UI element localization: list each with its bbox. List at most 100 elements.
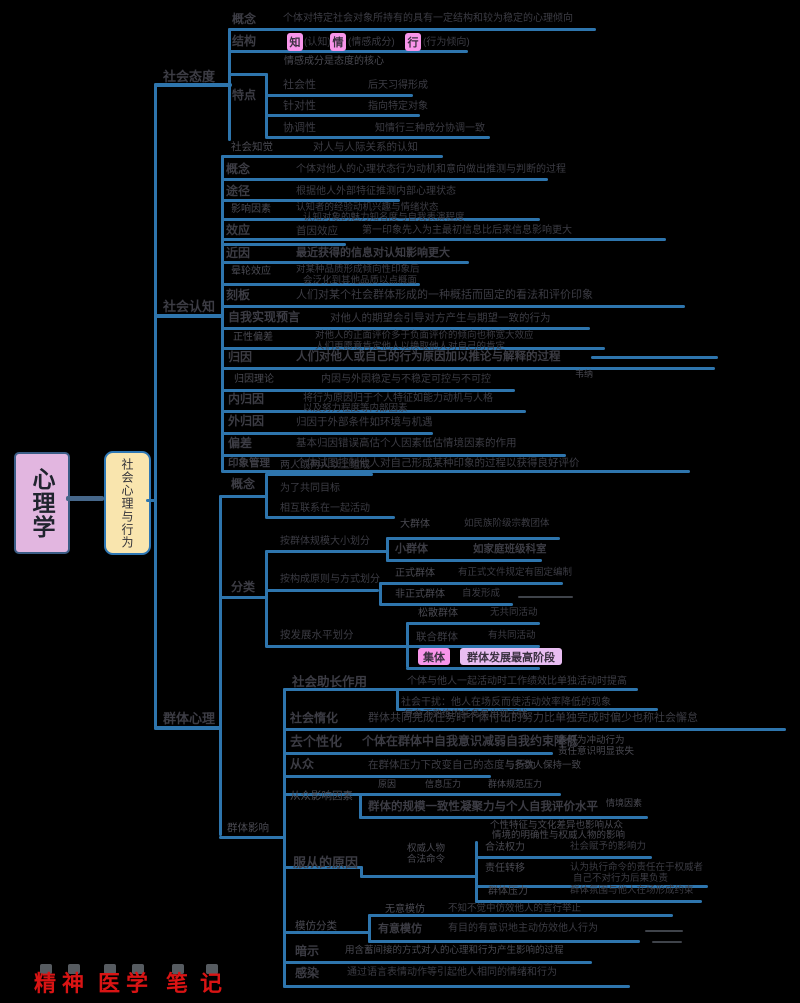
b2-r10-text2[interactable]: 人们更愿意肯定他人以换取他人对自己的肯定 xyxy=(315,341,506,352)
b3-t8c2-label[interactable]: 有意模仿 xyxy=(378,923,422,935)
b3-g1c2-text[interactable]: 如家庭班级科室 xyxy=(473,543,547,555)
b3-g2c1-text[interactable]: 有正式文件规定有固定编制 xyxy=(458,567,573,578)
b3-t5-tag3[interactable]: 群体规范压力 xyxy=(488,779,543,789)
b2-r14-label[interactable]: 外归因 xyxy=(228,414,265,428)
b3-g1c2-label[interactable]: 小群体 xyxy=(395,543,428,555)
b1-structure-zhi-text[interactable]: (认知) xyxy=(304,37,331,48)
b3-t6-note1[interactable]: 个性特征与文化差异也影响从众 xyxy=(490,820,624,831)
b3-t1c2-text2[interactable]: 复杂不熟练的任务易出现干扰 xyxy=(404,709,528,720)
b3-t1c2-text1[interactable]: 社会干扰：他人在场反而使活动效率降低的现象 xyxy=(401,697,611,708)
b2-r2-label[interactable]: 概念 xyxy=(226,162,251,176)
b3-concept-text2[interactable]: 为了共同目标 xyxy=(280,483,340,494)
b3-concept-text1[interactable]: 两人或两人以上组成 xyxy=(280,460,370,471)
b1-feature3-label[interactable]: 协调性 xyxy=(283,122,316,134)
b2-r10-text1[interactable]: 对他人的正面评价多于负面评价的倾向也称宽大效应 xyxy=(315,330,534,341)
b3-g2c2-text[interactable]: 自发形成 xyxy=(462,588,501,599)
b2-r13-text1[interactable]: 将行为原因归于个人特征如能力动机与人格 xyxy=(303,393,493,404)
b2-r5-text1[interactable]: 首因效应 xyxy=(296,225,338,237)
b3-t10-label[interactable]: 感染 xyxy=(295,966,320,980)
b3-g1c1-label[interactable]: 大群体 xyxy=(400,519,430,530)
b2-r10-label[interactable]: 正性偏差 xyxy=(233,332,273,343)
b3-t6-tag[interactable]: 情境因素 xyxy=(606,798,643,808)
b3-g1c1-text[interactable]: 如民族阶级宗教团体 xyxy=(464,518,550,529)
b1-structure-note[interactable]: 情感成分是态度的核心 xyxy=(284,56,384,67)
b2-r11-text[interactable]: 人们对他人或自己的行为原因加以推论与解释的过程 xyxy=(296,351,561,363)
b2-r4-label[interactable]: 影响因素 xyxy=(231,204,271,215)
b2-r5-label[interactable]: 效应 xyxy=(226,223,251,237)
b1-feature1-label[interactable]: 社会性 xyxy=(283,79,316,91)
b1-concept-label[interactable]: 概念 xyxy=(232,12,257,26)
b2-r9-label[interactable]: 自我实现预言 xyxy=(228,310,301,324)
b2-label[interactable]: 社会认知 xyxy=(163,299,216,314)
b3-t8c1-label[interactable]: 无意模仿 xyxy=(385,904,425,915)
b3-g2c1-label[interactable]: 正式群体 xyxy=(395,568,435,579)
b2-r3-label[interactable]: 途径 xyxy=(226,184,251,198)
b3-g3c1-text[interactable]: 无共同活动 xyxy=(490,607,538,618)
level1-node[interactable]: 社会心理与行为 xyxy=(104,451,151,555)
b2-r13-label[interactable]: 内归因 xyxy=(228,392,265,406)
b3-t6-note2[interactable]: 情境的明确性与权威人物的影响 xyxy=(492,830,626,841)
b1-structure-label[interactable]: 结构 xyxy=(232,34,257,48)
b3-t3-text[interactable]: 个体在群体中自我意识减弱自我约束降低 xyxy=(362,734,579,748)
b3-t8-label[interactable]: 模仿分类 xyxy=(295,920,337,932)
b3-t7c2-text2[interactable]: 自己不对行为后果负责 xyxy=(573,873,669,884)
b2-r13-text2[interactable]: 以及努力程度等内部因素 xyxy=(303,403,408,414)
b1-feature3-text[interactable]: 知情行三种成分协调一致 xyxy=(375,123,485,134)
b3-g1-label[interactable]: 按群体规模大小划分 xyxy=(280,536,370,547)
b2-r6-label[interactable]: 近因 xyxy=(226,246,251,260)
b1-structure-xing-text[interactable]: (行为倾向) xyxy=(423,37,470,48)
b2-r11-label[interactable]: 归因 xyxy=(228,350,253,364)
b1-concept-text[interactable]: 个体对特定社会对象所持有的具有一定结构和较为稳定的心理倾向 xyxy=(283,13,573,24)
b3-t9-text[interactable]: 用含蓄间接的方式对人的心理和行为产生影响的过程 xyxy=(345,945,564,956)
b3-t10-text[interactable]: 通过语言表情动作等引起他人相同的情绪和行为 xyxy=(347,967,557,978)
b3-t8c1-text[interactable]: 不知不觉中仿效他人的言行举止 xyxy=(448,903,582,914)
b2-r2-text[interactable]: 个体对他人的心理状态行为动机和意向做出推测与判断的过程 xyxy=(296,164,566,175)
b3-g2c2-label[interactable]: 非正式群体 xyxy=(395,589,445,600)
highlight-zhi[interactable]: 知 xyxy=(287,33,303,51)
b3-concept-label[interactable]: 概念 xyxy=(231,477,256,491)
b2-r15-text[interactable]: 基本归因错误高估个人因素低估情境因素的作用 xyxy=(296,437,517,449)
b3-t3-note1[interactable]: 表现为冲动行为 xyxy=(558,735,625,746)
b2-r1-label[interactable]: 社会知觉 xyxy=(231,141,273,153)
b3-t7c2-text1[interactable]: 认为执行命令的责任在于权威者 xyxy=(570,862,704,873)
b3-t7c1-text[interactable]: 社会赋予的影响力 xyxy=(570,841,647,852)
b1-feature-label[interactable]: 特点 xyxy=(232,88,257,102)
highlight-xing[interactable]: 行 xyxy=(405,33,421,51)
highlight-jiti[interactable]: 集体 xyxy=(418,648,450,665)
b3-t7c2-label[interactable]: 责任转移 xyxy=(485,863,525,874)
b3-t7-mid1[interactable]: 权威人物 xyxy=(407,843,446,854)
b3-influence-label[interactable]: 群体影响 xyxy=(227,822,269,834)
b3-t7c1-label[interactable]: 合法权力 xyxy=(485,842,525,853)
b1-feature1-text[interactable]: 后天习得形成 xyxy=(368,80,428,91)
b2-r7-text1[interactable]: 对某种品质形成倾向性印象后 xyxy=(296,264,420,275)
b3-g3c2-label[interactable]: 联合群体 xyxy=(416,631,458,643)
b1-label[interactable]: 社会态度 xyxy=(163,69,216,84)
b2-r3-text[interactable]: 根据他人外部特征推测内部心理状态 xyxy=(296,186,456,197)
b2-r4-text2[interactable]: 认知对象的魅力知名度与自我表演程度 xyxy=(303,212,465,223)
b3-t8c2-text[interactable]: 有目的有意识地主动仿效他人行为 xyxy=(448,923,598,934)
b1-feature2-text[interactable]: 指向特定对象 xyxy=(368,101,428,112)
b1-feature2-label[interactable]: 针对性 xyxy=(283,100,316,112)
b2-r4-text1[interactable]: 认知者的经验动机兴趣与情绪状态 xyxy=(296,202,439,213)
b3-t4-note[interactable]: 与多数人保持一致 xyxy=(505,760,582,771)
b2-r12-text[interactable]: 内因与外因稳定与不稳定可控与不可控 xyxy=(321,374,491,385)
b3-g3c2-text[interactable]: 有共同活动 xyxy=(488,630,536,641)
b3-g3-label[interactable]: 按发展水平划分 xyxy=(280,629,354,641)
b2-r16-label[interactable]: 印象管理 xyxy=(228,457,270,469)
b3-t7c3-text[interactable]: 群体氛围与他人在场形成约束 xyxy=(570,885,694,896)
b2-r16-text[interactable]: 个体试图控制他人对自己形成某种印象的过程以获得良好评价 xyxy=(296,457,580,469)
b3-t2-text[interactable]: 群体共同完成任务时个体付出的努力比单独完成时偏少也称社会懈怠 xyxy=(368,712,698,724)
b3-t6-text[interactable]: 群体的规模一致性凝聚力与个人自我评价水平 xyxy=(368,801,598,813)
b3-t1c1-text[interactable]: 个体与他人一起活动时工作绩效比单独活动时提高 xyxy=(407,676,627,687)
b1-structure-qing-text[interactable]: (情感成分) xyxy=(348,37,395,48)
root-node[interactable]: 心理学 xyxy=(14,452,70,554)
b2-r12-label[interactable]: 归因理论 xyxy=(234,374,274,385)
b3-g3c1-label[interactable]: 松散群体 xyxy=(418,608,458,619)
b3-t6-label[interactable]: 从众影响因素 xyxy=(290,790,353,802)
b3-t4-label[interactable]: 从众 xyxy=(290,757,315,771)
b3-t1-label[interactable]: 社会助长作用 xyxy=(292,675,368,689)
b3-t5-tag1[interactable]: 原因 xyxy=(378,779,397,789)
b3-concept-text3[interactable]: 相互联系在一起活动 xyxy=(280,503,370,514)
b3-t9-label[interactable]: 暗示 xyxy=(295,944,320,958)
b2-r8-text[interactable]: 人们对某个社会群体形成的一种概括而固定的看法和评价印象 xyxy=(296,289,593,301)
